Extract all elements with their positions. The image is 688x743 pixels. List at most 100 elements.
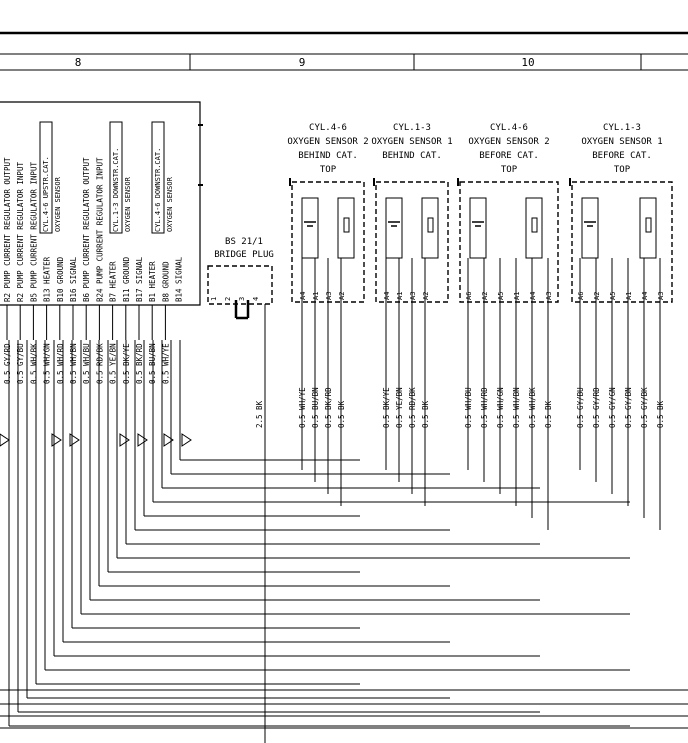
terminal-label: B13 HEATER [43, 256, 52, 302]
terminal-label: B6 PUMP CURRENT REGULATOR OUTPUT [82, 157, 91, 302]
sensor-title-line: BEFORE CAT. [592, 151, 652, 161]
bridge-plug-subtitle: BRIDGE PLUG [214, 250, 274, 260]
sensor-wire-label: 0.5 WH/BU [464, 387, 473, 428]
sensor-wire-label: 0.5 BK [544, 400, 553, 428]
sensor-title-line: CYL.1-3 [603, 123, 641, 133]
cu-wire-label: 0.5 BK/RD [135, 343, 144, 384]
sensor-wire-label: 0.5 BK [421, 400, 430, 428]
connector-symbol [0, 433, 10, 447]
sensor-wire-label: 0.5 BU/BN [311, 387, 320, 428]
terminal-label: B8 GROUND [161, 261, 170, 302]
sensor-wire-label: 0.5 GY/BK [640, 387, 649, 428]
sensor-pin-label: A1 [625, 292, 633, 300]
sensor-title-line: CYL.4-6 [490, 123, 528, 133]
sensor-wire-label: 0.5 WH/BK [528, 387, 537, 428]
bridge-plug-pin: 4 [252, 297, 260, 301]
group-label-downstream-cyl46: CYL.4-6 DOWNSTR.CAT. [154, 148, 162, 232]
sensor-pin-label: A5 [497, 292, 505, 300]
cu-wire-label: 0.5 WH/GN [43, 343, 52, 384]
sensor-wire-label: 0.5 GY/BU [576, 387, 585, 428]
sensor-pin-label: A1 [513, 292, 521, 300]
sensor-pin-label: A3 [545, 292, 553, 300]
sensor-wire-label: 0.5 WH/YE [298, 387, 307, 428]
sensor-pin-label: A4 [529, 292, 537, 300]
cu-wire-label: 0.5 WH/YE [161, 343, 170, 384]
sensor-pin-label: A2 [422, 292, 430, 300]
cu-wire-label: 0.5 GY/RD [3, 343, 12, 384]
group-label-upstream-cyl46-sensor: OXYGEN SENSOR [54, 176, 62, 232]
cu-wire-label: 0.5 GY/BU [16, 343, 25, 384]
sensor-title-line: CYL.4-6 [309, 123, 347, 133]
sensor-title-line: CYL.1-3 [393, 123, 431, 133]
sensor-title-line: OXYGEN SENSOR 2 [468, 137, 549, 147]
sensor-pin-label: A3 [409, 292, 417, 300]
terminal-label: B7 HEATER [109, 261, 118, 302]
cu-wire-label: 0.5 WH/BN [69, 343, 78, 384]
column-header-grid: 8 9 10 [0, 31, 688, 71]
sensor-wire-label: 0.5 GY/RD [592, 387, 601, 428]
cu-wire-label: 0.5 WH/BK [29, 343, 38, 384]
sensor-wire-label: 0.5 WH/BN [512, 387, 521, 428]
sensor-pin-label: A1 [312, 292, 320, 300]
terminal-label: R2 PUMP CURRENT REGULATOR INPUT [16, 162, 25, 302]
terminal-label: B1 HEATER [148, 261, 157, 302]
sensor-pin-label: A6 [577, 292, 585, 300]
bridge-plug-pin: 3 [238, 297, 246, 301]
bridge-plug-wire-label: 2.5 BK [255, 400, 264, 428]
sensor-wire-label: 0.5 BK [656, 400, 665, 428]
bridge-plug-pin: 2 [224, 297, 232, 301]
terminal-label: B10 GROUND [56, 256, 65, 302]
wire-traces [0, 304, 688, 743]
connector-symbol [137, 433, 148, 447]
sensor-wire-label: 0.5 YE/BN [395, 387, 404, 428]
column-number-10: 10 [521, 56, 534, 69]
sensor-wire-label: 0.5 BK/RD [324, 387, 333, 428]
sensor-title-line: OXYGEN SENSOR 1 [371, 137, 452, 147]
terminal-label: B16 SIGNAL [69, 256, 78, 302]
sensor-title-line: BEFORE CAT. [479, 151, 539, 161]
sensor-wire-label: 0.5 BK [337, 400, 346, 428]
sensor-wire-label: 0.5 WH/GN [496, 387, 505, 428]
sensor-title-line: TOP [614, 165, 631, 175]
sensor-title-line: OXYGEN SENSOR 2 [287, 137, 368, 147]
sensor-pin-label: A2 [593, 292, 601, 300]
group-label-downstream-cyl13: CYL.1-3 DOWNSTR.CAT. [112, 148, 120, 232]
connector-symbol [181, 433, 192, 447]
sensor-wire-label: 0.5 WH/RD [480, 387, 489, 428]
sensor-pin-label: A4 [383, 292, 391, 300]
sensor-wire-label: 0.5 GY/GN [608, 387, 617, 428]
bridge-plug-pin: 1 [210, 297, 218, 301]
column-number-9: 9 [299, 56, 306, 69]
control-unit: CYL.4-6 UPSTR.CAT. OXYGEN SENSOR CYL.1-3… [0, 101, 203, 447]
sensor-title-line: TOP [320, 165, 337, 175]
group-label-upstream-cyl46: CYL.4-6 UPSTR.CAT. [42, 156, 50, 232]
sensor-title-line: TOP [501, 165, 518, 175]
sensor-group-brackets: CYL.4-6 UPSTR.CAT. OXYGEN SENSOR CYL.1-3… [39, 121, 174, 234]
terminal-label: B14 SIGNAL [175, 256, 184, 302]
terminal-label: B5 PUMP CURRENT REGULATOR INPUT [29, 162, 38, 302]
cu-wire-label: 0.5 WH/BU [82, 343, 91, 384]
cu-wire-label: 0.5 WH/RD [56, 343, 65, 384]
sensor-pin-label: A2 [481, 292, 489, 300]
sensor-pin-label: A3 [657, 292, 665, 300]
cu-wire-label: 0.5 RD/BK [95, 343, 104, 384]
sensor-pin-label: A3 [325, 292, 333, 300]
cu-wire-label: 0.5 YE/BN [109, 343, 118, 384]
sensor-title-line: OXYGEN SENSOR 1 [581, 137, 662, 147]
group-label-downstream-cyl13-sensor: OXYGEN SENSOR [124, 176, 132, 232]
sensor-pin-label: A5 [609, 292, 617, 300]
connector-symbol [119, 433, 130, 447]
sensor-pin-label: A6 [465, 292, 473, 300]
sensor-pin-label: A4 [641, 292, 649, 300]
connector-symbol [163, 433, 174, 447]
column-number-8: 8 [75, 56, 82, 69]
sensor-wire-label: 0.5 GY/BN [624, 387, 633, 428]
sensor-pin-label: A2 [338, 292, 346, 300]
